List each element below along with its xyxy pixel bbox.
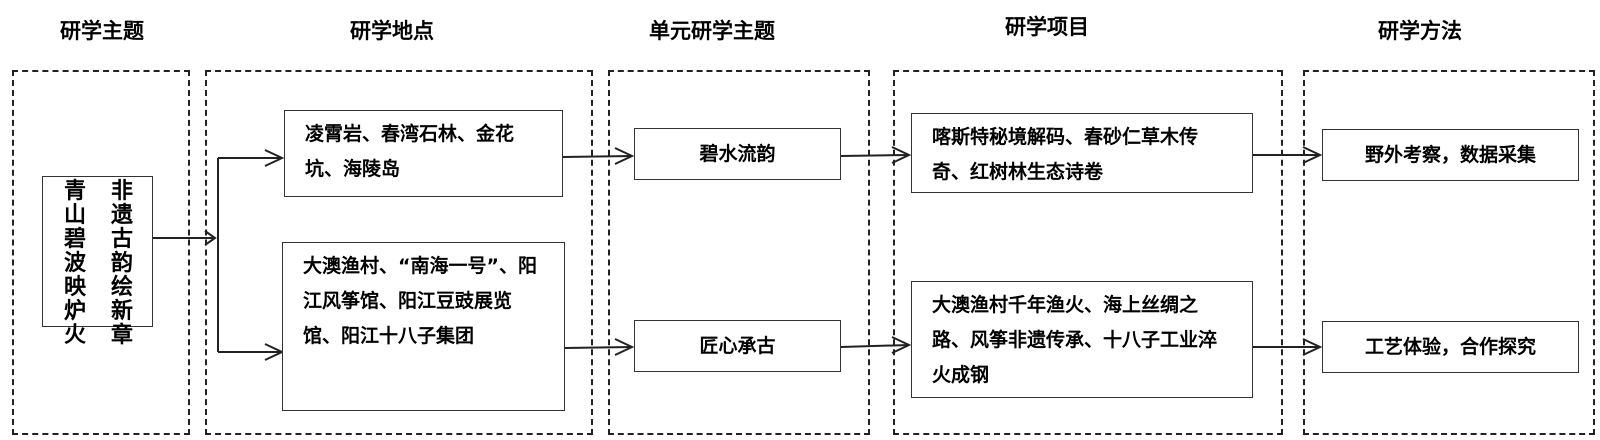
theme-line-1: 非遗古韵绘新章 [110,179,133,348]
project-box-1: 喀斯特秘境解码、春砂仁草木传奇、红树林生态诗卷 [911,113,1253,193]
theme-box: 青山碧波映炉火 非遗古韵绘新章 [42,176,153,348]
column-unit [608,70,870,435]
location-box-2: 大澳渔村、“南海一号”、阳江风筝馆、阳江豆豉展览馆、阳江十八子集团 [282,242,565,411]
column-project [893,70,1283,435]
header-location: 研学地点 [350,19,434,43]
location-box-1: 凌霄岩、春湾石林、金花坑、海陵岛 [284,110,563,197]
column-method [1303,70,1595,435]
unit-box-2: 匠心承古 [634,320,841,372]
header-method: 研学方法 [1378,19,1462,43]
column-location [205,70,593,435]
method-box-1: 野外考察，数据采集 [1322,129,1579,181]
header-project: 研学项目 [1005,15,1089,39]
method-box-2: 工艺体验，合作探究 [1322,321,1579,373]
header-theme: 研学主题 [60,19,144,43]
header-unit: 单元研学主题 [649,19,775,43]
column-theme [12,70,190,435]
unit-box-1: 碧水流韵 [634,128,841,180]
project-box-2: 大澳渔村千年渔火、海上丝绸之路、风筝非遗传承、十八子工业淬火成钢 [911,281,1253,398]
theme-line-2: 青山碧波映炉火 [63,179,86,348]
